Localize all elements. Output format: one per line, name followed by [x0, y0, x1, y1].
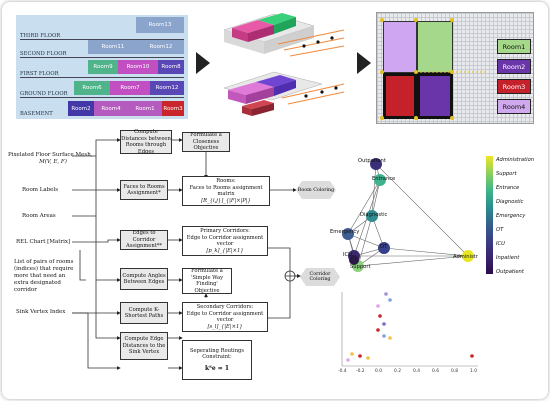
compute-distances-box: Compute Distances between Rooms through … — [120, 129, 172, 155]
graph-node-emergency: Emergency — [330, 229, 360, 235]
grid-legend-room2: Room2 — [497, 59, 531, 74]
rooms-matrix-box: Rooms: Faces to Rooms assignment matrix … — [182, 176, 270, 206]
compute-angles-box: Compute Angles Between Edges — [120, 268, 168, 290]
rooms-matrix-sub: Faces to Rooms assignment matrix — [189, 184, 263, 198]
colorbar-label: Support — [496, 171, 517, 177]
room-block: Room10 — [118, 60, 158, 74]
room-coloring-node: Room Coloring — [296, 181, 336, 199]
graph-node-inpatient: Inpatient — [330, 262, 335, 263]
x-tick: -0.2 — [356, 369, 365, 374]
x-tick: 0.6 — [432, 369, 439, 374]
room-block: Room13 — [136, 17, 184, 33]
colorbar-label: Administration — [496, 157, 535, 163]
x-tick: 1.0 — [470, 369, 477, 374]
floor-label: GROUND FLOOR — [20, 91, 68, 97]
grid-legend-room1: Room1 — [497, 39, 531, 54]
primary-title: Primary Corridors: — [200, 228, 250, 234]
primary-corridors-box: Primary Corridors: Edge to Corridor assi… — [182, 226, 268, 256]
right-arrow-icon — [357, 52, 371, 74]
corridor-coloring-node: Corridor Coloring — [300, 268, 340, 286]
mesh-label: Pixelated Floor Surface Mesh, — [8, 152, 93, 158]
room-block: Room12 — [138, 40, 184, 54]
floor-label: THIRD FLOOR — [20, 33, 61, 39]
room-block: Room3 — [162, 101, 184, 116]
room-block: Room7 — [110, 81, 150, 95]
room-block: Room9 — [88, 60, 118, 74]
floor-label: FIRST FLOOR — [20, 71, 59, 77]
colorbar-label: Outpatient — [496, 269, 524, 275]
flowchart-connectors — [72, 138, 301, 370]
separating-constraint-box: Seperating Routings Constraint: kᵀe = 1 — [182, 340, 252, 380]
floor-plan-panel: THIRD FLOOR SECOND FLOOR FIRST FLOOR GRO… — [16, 15, 188, 119]
right-arrow-icon — [196, 52, 210, 74]
input-pairs: List of pairs of rooms (indices) that re… — [14, 259, 74, 293]
secondary-sub: Edge to Corridor assignment vector — [186, 310, 264, 324]
wayfinding-box: Formulate a 'Simple Way Finding' Objecti… — [182, 268, 232, 294]
rooms-matrix-math: [R_{i,j}]_{|F|×|P|} — [201, 197, 251, 204]
secondary-title: Secondary Corridors: — [196, 304, 254, 310]
rooms-matrix-title: Rooms: — [216, 178, 236, 184]
input-room-labels: Room Labels — [22, 187, 59, 193]
x-tick: 0.2 — [394, 369, 401, 374]
faces-to-rooms-box: Faces to Rooms Assignment* — [120, 180, 168, 200]
room-block: Room1 — [128, 101, 162, 116]
embedding-scatter — [341, 292, 478, 367]
secondary-corridors-box: Secondary Corridors: Edge to Corridor as… — [182, 302, 268, 332]
x-tick: 0.8 — [451, 369, 458, 374]
graph-node-administr: Administr — [453, 254, 478, 260]
primary-math: [p_k]_{|E|×1} — [206, 247, 244, 254]
input-room-areas: Room Areas — [22, 213, 56, 219]
graph-node-support: Support — [350, 264, 371, 270]
mesh-math: M(V, E, F) — [39, 158, 67, 165]
room-block: Room6 — [74, 81, 110, 95]
grid-plan-panel: Room1 Room2 Room3 Room4 — [376, 12, 534, 124]
graph-node-icu: ICU — [343, 252, 352, 258]
closeness-box: Formulate a Closeness Objective — [182, 132, 230, 152]
floor-label: BASEMENT — [20, 111, 53, 117]
input-rel-chart: REL Chart [Matrix] — [16, 239, 71, 245]
primary-sub: Edge to Corridor assignment vector — [186, 234, 264, 248]
graph-node-diagnostic: Diagnostic — [360, 212, 388, 218]
grid-plan-dots — [380, 18, 486, 120]
separating-title: Seperating Routings Constraint: — [189, 347, 245, 361]
room-block: Room11 — [88, 40, 138, 54]
secondary-math: [s_l]_{|E|×1} — [207, 323, 243, 330]
graph-node-entrance: Entrance — [372, 176, 396, 182]
colorbar-label: OT — [496, 227, 504, 233]
separating-math: kᵀe = 1 — [204, 364, 230, 372]
grid-legend-room3: Room3 — [497, 79, 531, 94]
edges-to-corridor-box: Edges to Corridor Assignment** — [120, 230, 168, 250]
grid-legend-room4: Room4 — [497, 99, 531, 114]
input-mesh: Pixelated Floor Surface Mesh, M(V, E, F) — [8, 152, 98, 166]
colorbar — [486, 156, 493, 274]
colorbar-label: ICU — [496, 241, 505, 247]
isometric-floor-render — [223, 13, 345, 116]
colorbar-label: Diagnostic — [496, 199, 524, 205]
x-tick: -0.4 — [338, 369, 347, 374]
k-shortest-box: Compute K-Shortest Paths — [120, 302, 168, 324]
edge-distances-box: Compute Edge Distances to the Sink Verte… — [120, 332, 168, 360]
room-block: Room2 — [68, 101, 94, 116]
input-sink: Sink Vertex Index — [16, 309, 66, 315]
adjacency-graph — [342, 158, 474, 272]
colorbar-label: Inpatient — [496, 255, 520, 261]
room-block: Room8 — [158, 60, 184, 74]
x-tick: 0.0 — [375, 369, 382, 374]
colorbar-label: Entrance — [496, 185, 520, 191]
x-tick: 0.4 — [413, 369, 420, 374]
graph-node-outpatient: Outpatient — [358, 158, 386, 164]
room-block: Room4 — [94, 101, 128, 116]
floor-label: SECOND FLOOR — [20, 51, 67, 57]
room-block: Room12 — [150, 81, 184, 95]
colorbar-label: Emergency — [496, 213, 526, 219]
graph-node-ot: OT — [380, 244, 388, 250]
